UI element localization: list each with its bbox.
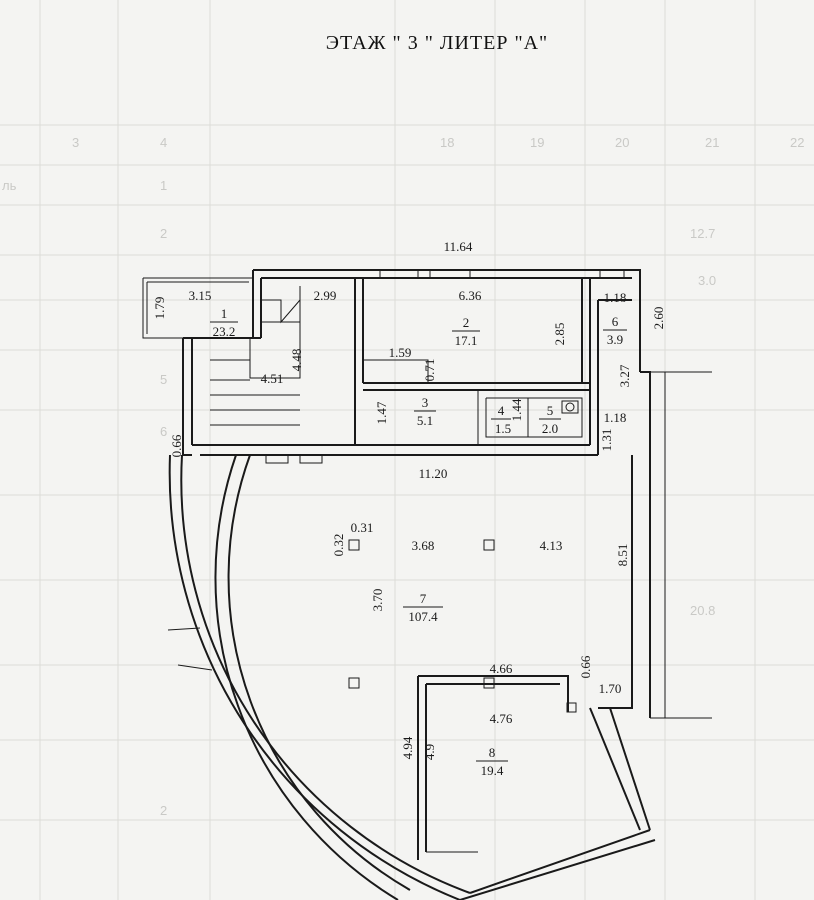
walls — [142, 269, 712, 719]
dim-49: 4.9 — [422, 744, 437, 760]
room-3-label: 3 5.1 — [414, 395, 436, 428]
dim-451: 4.51 — [261, 371, 284, 386]
room-8-label: 8 19.4 — [476, 745, 508, 778]
room-5-label: 5 2.0 — [539, 403, 561, 436]
dim-327: 3.27 — [617, 364, 632, 387]
room-3-number: 3 — [422, 395, 429, 410]
room-6-label: 6 3.9 — [603, 314, 627, 347]
curved-wall — [167, 454, 656, 900]
bg-row-2: 2 — [160, 226, 167, 241]
room-8-area: 19.4 — [481, 763, 504, 778]
dim-118-top: 1.18 — [604, 290, 627, 305]
bg-col-19: 19 — [530, 135, 544, 150]
dim-494: 4.94 — [400, 736, 415, 759]
dim-260: 2.60 — [651, 307, 666, 330]
bg-col-20: 20 — [615, 135, 629, 150]
dim-total-width: 11.64 — [444, 239, 473, 254]
room-8-number: 8 — [489, 745, 496, 760]
bg-val-2: 3.0 — [698, 273, 716, 288]
dim-144: 1.44 — [509, 398, 524, 421]
bg-col-21: 21 — [705, 135, 719, 150]
dim-476: 4.76 — [490, 711, 513, 726]
bg-side-label: ль — [2, 178, 17, 193]
dim-448: 4.48 — [289, 349, 304, 372]
dim-066-left: 0.66 — [169, 434, 184, 457]
bg-val-1: 12.7 — [690, 226, 715, 241]
room-1-number: 1 — [221, 306, 228, 321]
dim-159: 1.59 — [389, 345, 412, 360]
dim-636: 6.36 — [459, 288, 482, 303]
room-4-area: 1.5 — [495, 421, 511, 436]
dim-368: 3.68 — [412, 538, 435, 553]
dimensions: 11.64 3.15 1.79 2.99 6.36 1.18 2.60 4.48… — [152, 239, 666, 760]
room-2-number: 2 — [463, 315, 470, 330]
room-1-label: 1 23.2 — [210, 306, 238, 339]
dim-851: 8.51 — [615, 544, 630, 567]
dim-315: 3.15 — [189, 288, 212, 303]
bg-col-22: 22 — [790, 135, 804, 150]
dim-131: 1.31 — [599, 429, 614, 452]
room-7-area: 107.4 — [408, 609, 438, 624]
room-6-number: 6 — [612, 314, 619, 329]
bg-row-2b: 2 — [160, 803, 167, 818]
room-4-number: 4 — [498, 403, 505, 418]
room-5-number: 5 — [547, 403, 554, 418]
dim-179: 1.79 — [152, 297, 167, 320]
bg-col-3: 3 — [72, 135, 79, 150]
bg-col-4: 4 — [160, 135, 167, 150]
room-4-label: 4 1.5 — [491, 403, 511, 436]
dim-370: 3.70 — [370, 589, 385, 612]
bg-val-3: 20.8 — [690, 603, 715, 618]
dim-1120: 11.20 — [419, 466, 448, 481]
dim-147: 1.47 — [374, 401, 389, 424]
toilet-icon — [561, 400, 579, 414]
room-2-label: 2 17.1 — [452, 315, 480, 348]
room-labels: 1 23.2 2 17.1 3 5.1 4 1.5 5 2.0 6 3.9 — [210, 306, 627, 778]
bg-row-5: 5 — [160, 372, 167, 387]
bg-col-18: 18 — [440, 135, 454, 150]
dim-299: 2.99 — [314, 288, 337, 303]
dim-031: 0.31 — [351, 520, 374, 535]
room-7-label: 7 107.4 — [403, 591, 443, 624]
dim-466: 4.66 — [490, 661, 513, 676]
room-2-area: 17.1 — [455, 333, 478, 348]
floor-title: ЭТАЖ " 3 " ЛИТЕР "А" — [326, 32, 548, 54]
columns — [348, 539, 495, 689]
dim-413: 4.13 — [540, 538, 563, 553]
dim-071: 0.71 — [422, 359, 437, 382]
room-3-area: 5.1 — [417, 413, 433, 428]
dim-118-mid: 1.18 — [604, 410, 627, 425]
bg-row-6: 6 — [160, 424, 167, 439]
room-8-walls — [417, 675, 577, 860]
dim-285: 2.85 — [552, 323, 567, 346]
bg-row-1: 1 — [160, 178, 167, 193]
room-6-area: 3.9 — [607, 332, 623, 347]
dim-032: 0.32 — [331, 534, 346, 557]
dim-066-right: 0.66 — [578, 655, 593, 678]
room-5-area: 2.0 — [542, 421, 558, 436]
dim-170: 1.70 — [599, 681, 622, 696]
room-1-area: 23.2 — [213, 324, 236, 339]
room-7-number: 7 — [420, 591, 427, 606]
